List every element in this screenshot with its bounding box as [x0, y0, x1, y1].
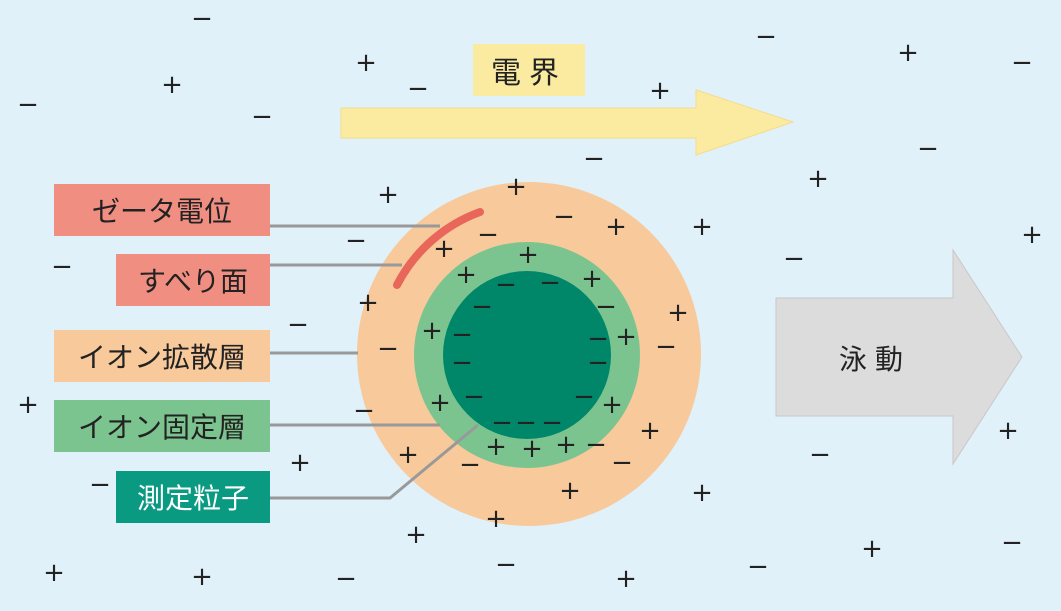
- plus-charge: +: [897, 38, 919, 68]
- plus-charge: +: [405, 520, 427, 550]
- plus-charge: +: [615, 322, 637, 352]
- plus-charge: +: [485, 504, 507, 534]
- plus-charge: +: [485, 432, 507, 462]
- minus-charge: −: [491, 408, 513, 438]
- minus-charge: −: [783, 244, 805, 274]
- minus-charge: −: [89, 470, 111, 500]
- plus-charge: +: [521, 434, 543, 464]
- minus-charge: −: [541, 408, 563, 438]
- leader-line-particle: [270, 423, 479, 500]
- zeta-potential-label: ゼータ電位: [54, 184, 270, 236]
- plus-charge: +: [555, 430, 577, 460]
- particle-core-circle: [443, 271, 611, 439]
- plus-charge: +: [43, 558, 65, 588]
- minus-charge: −: [611, 448, 633, 478]
- plus-charge: +: [433, 234, 455, 264]
- minus-charge: −: [459, 450, 481, 480]
- minus-charge: −: [345, 226, 367, 256]
- charges-group: −+−−+−+−+−−−++−−−++−+−++−+−++−+−++−++−+−…: [17, 4, 1043, 594]
- minus-charge: −: [1001, 528, 1023, 558]
- plus-charge: +: [559, 476, 581, 506]
- zeta-potential-arc: [393, 208, 484, 289]
- plus-charge: +: [649, 76, 671, 106]
- minus-charge: −: [495, 270, 517, 300]
- plus-charge: +: [421, 316, 443, 346]
- minus-charge: −: [353, 396, 375, 426]
- plus-charge: +: [691, 212, 713, 242]
- minus-charge: −: [755, 22, 777, 52]
- plus-charge: +: [997, 416, 1019, 446]
- plus-charge: +: [429, 388, 451, 418]
- minus-charge: −: [585, 430, 607, 460]
- minus-charge: −: [539, 268, 561, 298]
- minus-charge: −: [573, 382, 595, 412]
- minus-charge: −: [287, 310, 309, 340]
- fixed-layer-label: イオン固定層: [54, 400, 270, 452]
- plus-charge: +: [605, 212, 627, 242]
- minus-charge: −: [809, 440, 831, 470]
- minus-charge: −: [451, 320, 473, 350]
- plus-charge: +: [505, 172, 527, 202]
- plus-charge: +: [667, 298, 689, 328]
- minus-charge: −: [463, 382, 485, 412]
- minus-charge: −: [51, 252, 73, 282]
- slipping-plane-label: すべり面: [116, 254, 270, 306]
- minus-charge: −: [515, 408, 537, 438]
- plus-charge: +: [191, 562, 213, 592]
- plus-charge: +: [615, 564, 637, 594]
- plus-charge: +: [1021, 220, 1043, 250]
- plus-charge: +: [861, 534, 883, 564]
- minus-charge: −: [407, 74, 429, 104]
- minus-charge: −: [747, 552, 769, 582]
- plus-charge: +: [355, 48, 377, 78]
- minus-charge: −: [595, 292, 617, 322]
- minus-charge: −: [553, 202, 575, 232]
- minus-charge: −: [587, 348, 609, 378]
- electric-field-arrow: [340, 89, 795, 156]
- minus-charge: −: [251, 102, 273, 132]
- leader-lines: [270, 224, 479, 500]
- movement-label: 泳動: [838, 343, 911, 376]
- minus-charge: −: [655, 332, 677, 362]
- plus-charge: +: [357, 288, 379, 318]
- plus-charge: +: [601, 390, 623, 420]
- plus-charge: +: [807, 164, 829, 194]
- plus-charge: +: [455, 260, 477, 290]
- minus-charge: −: [477, 220, 499, 250]
- minus-charge: −: [583, 144, 605, 174]
- minus-charge: −: [587, 324, 609, 354]
- minus-charge: −: [917, 134, 939, 164]
- minus-charge: −: [377, 334, 399, 364]
- plus-charge: +: [289, 448, 311, 478]
- movement-arrow: [775, 248, 1023, 466]
- plus-charge: +: [517, 240, 539, 270]
- diffuse-layer-label: イオン拡散層: [54, 330, 270, 382]
- plus-charge: +: [161, 70, 183, 100]
- plus-charge: +: [639, 416, 661, 446]
- minus-charge: −: [451, 348, 473, 378]
- minus-charge: −: [471, 292, 493, 322]
- plus-charge: +: [377, 180, 399, 210]
- plus-charge: +: [581, 264, 603, 294]
- plus-charge: +: [17, 390, 39, 420]
- minus-charge: −: [1011, 48, 1033, 78]
- electric-field-label: 電界: [473, 44, 585, 96]
- plus-charge: +: [397, 440, 419, 470]
- minus-charge: −: [191, 4, 213, 34]
- particle-label: 測定粒子: [116, 471, 270, 523]
- plus-charge: +: [691, 478, 713, 508]
- minus-charge: −: [335, 564, 357, 594]
- minus-charge: −: [495, 550, 517, 580]
- minus-charge: −: [17, 90, 39, 120]
